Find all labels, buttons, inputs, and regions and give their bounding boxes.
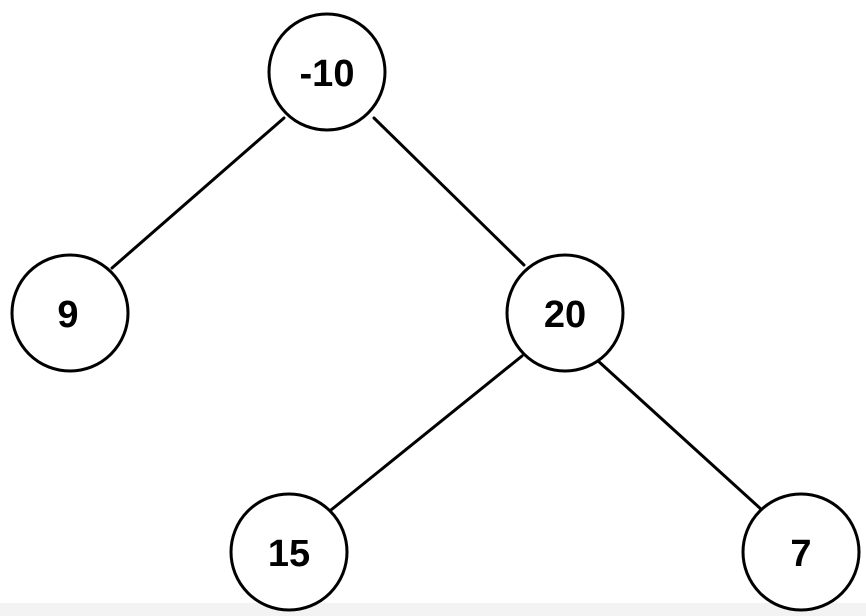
node-circle — [741, 492, 861, 612]
edge-root-to-9 — [110, 116, 286, 270]
node-circle — [267, 12, 387, 132]
edges — [110, 116, 764, 512]
tree-node-20: 20 — [505, 253, 625, 373]
node-label: 7 — [790, 533, 811, 575]
edge-20-to-7 — [595, 358, 764, 512]
node-circle — [10, 253, 130, 373]
node-label: -10 — [300, 53, 355, 95]
node-label: 9 — [57, 294, 78, 336]
edge-20-to-15 — [329, 354, 524, 512]
node-circle — [505, 253, 625, 373]
edge-root-to-20 — [372, 116, 526, 267]
node-circle — [229, 492, 349, 612]
tree-node-15: 15 — [229, 492, 349, 612]
tree-node-7: 7 — [741, 492, 861, 612]
node-label: 15 — [268, 533, 310, 575]
bottom-strip — [0, 603, 866, 616]
tree-node-root: -10 — [267, 12, 387, 132]
tree-node-9: 9 — [10, 253, 130, 373]
node-label: 20 — [544, 294, 586, 336]
